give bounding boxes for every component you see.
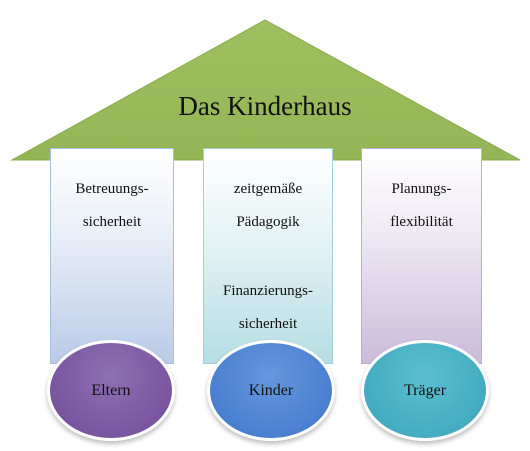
- pillar-eltern: Betreuungs- sicherheit: [50, 148, 174, 364]
- pillar-text-betreuungssicherheit: Betreuungs- sicherheit: [75, 181, 149, 230]
- pillar-text-finanzierungssicherheit: Finanzierungs- sicherheit: [223, 283, 313, 332]
- oval-eltern: Eltern: [47, 340, 175, 441]
- oval-label-eltern: Eltern: [91, 381, 131, 399]
- oval-traeger: Träger: [361, 340, 489, 441]
- oval-label-kinder: Kinder: [248, 381, 294, 399]
- pillar-text-planungsflexibilitaet: Planungs- flexibilität: [390, 181, 453, 230]
- oval-kinder: Kinder: [207, 340, 335, 441]
- diagram-title: Das Kinderhaus: [178, 91, 352, 121]
- pillar-kinder: zeitgemäße Pädagogik Finanzierungs- sich…: [203, 148, 333, 364]
- oval-label-traeger: Träger: [403, 381, 447, 399]
- pillar-traeger: Planungs- flexibilität: [361, 148, 482, 364]
- pillar-text-paedagogik: zeitgemäße Pädagogik: [233, 181, 303, 230]
- roof: [10, 19, 521, 161]
